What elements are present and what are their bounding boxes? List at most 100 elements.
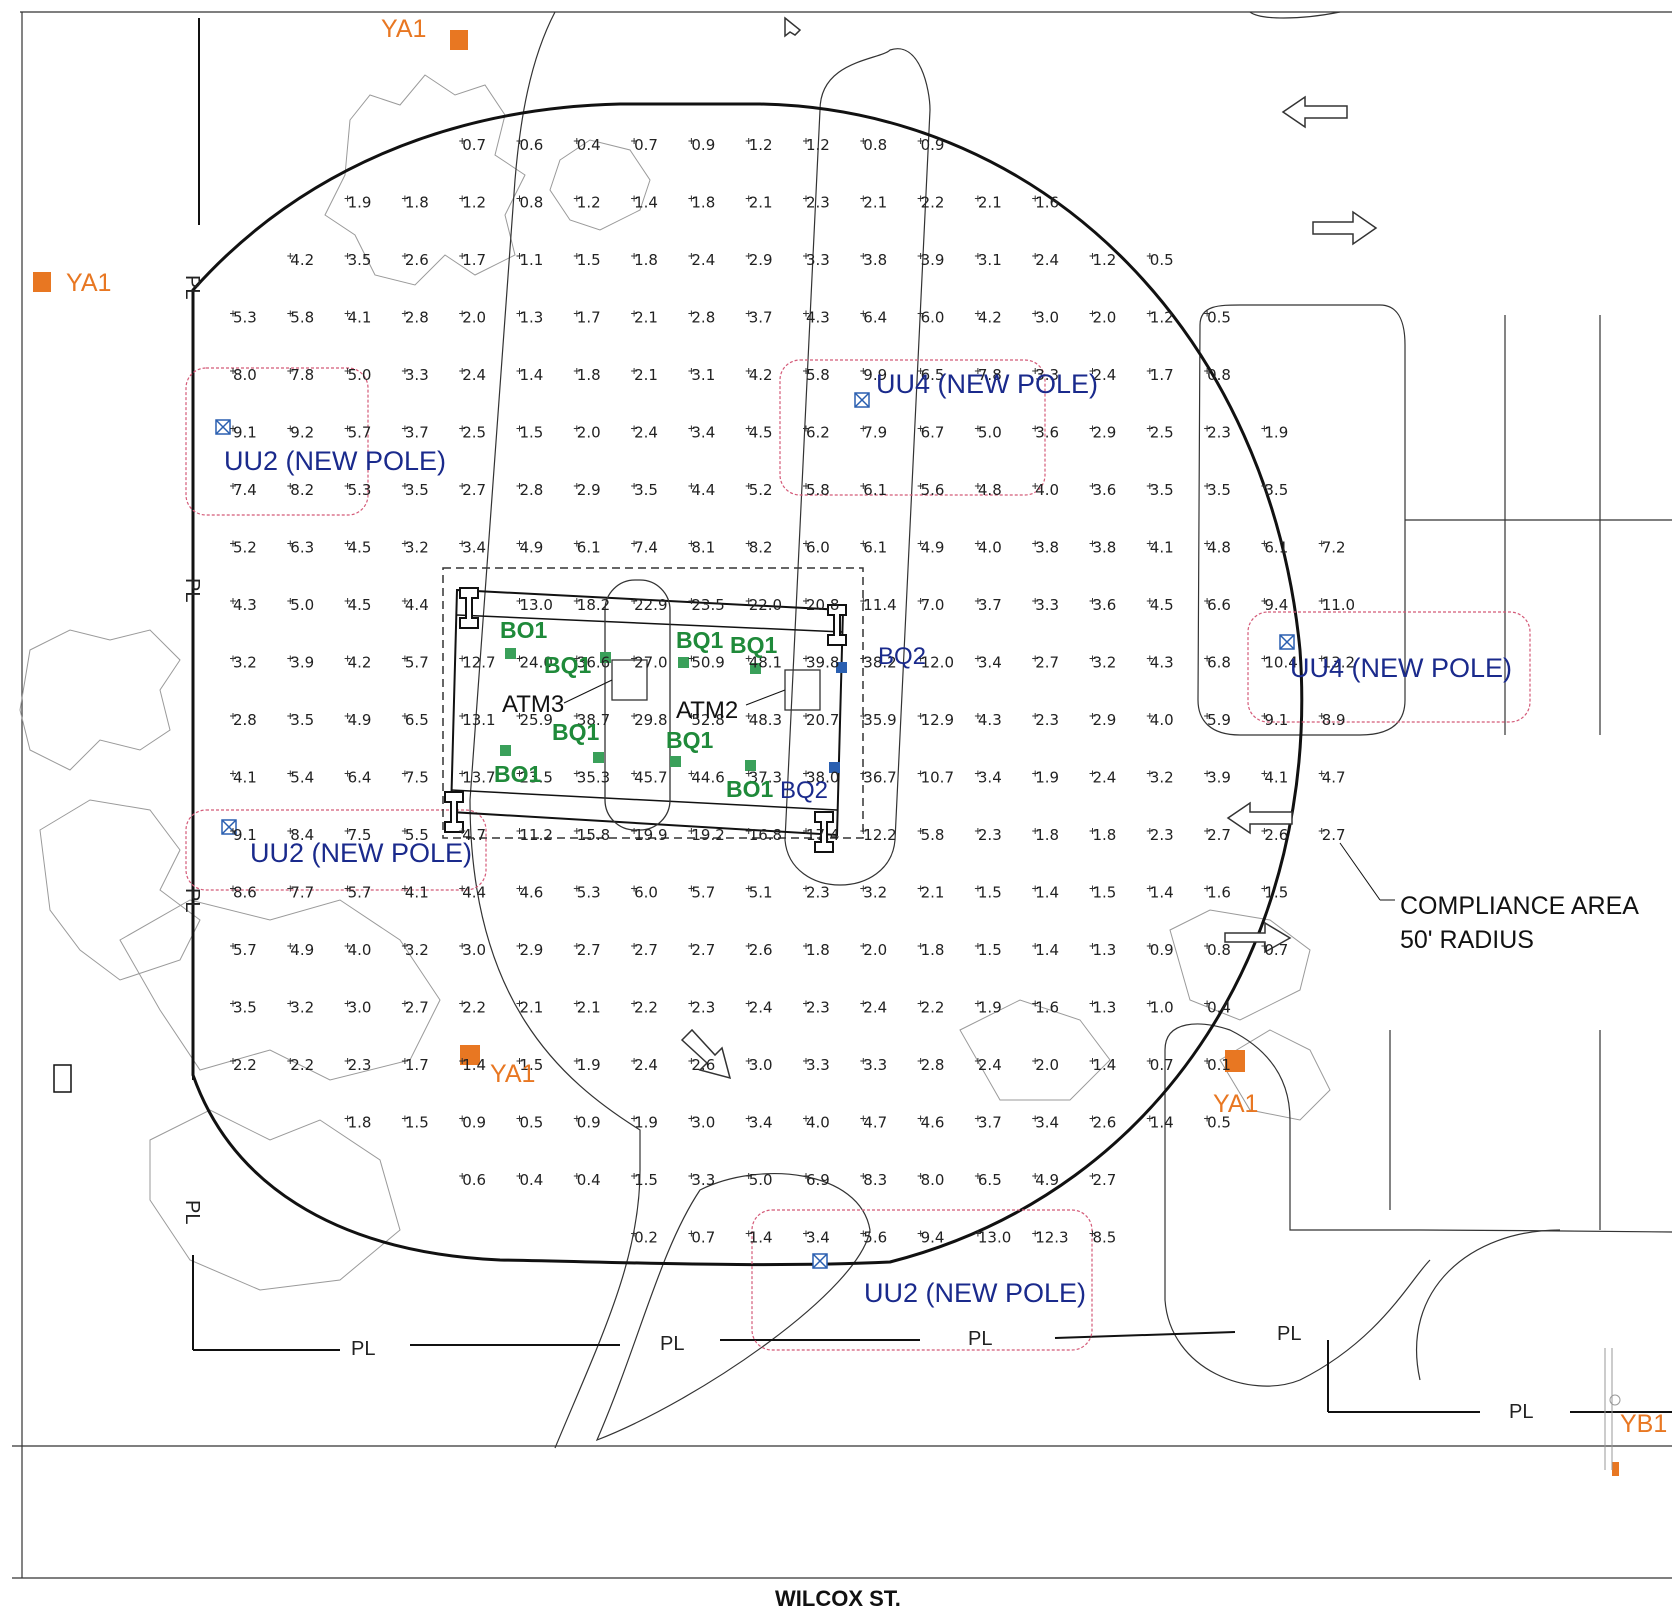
illuminance-value: 1.9	[978, 999, 1002, 1017]
grid-point-marker	[573, 598, 580, 604]
illuminance-value: 2.6	[405, 251, 429, 269]
illuminance-value: 0.7	[1150, 1056, 1174, 1074]
grid-point-marker	[688, 310, 695, 317]
grid-point-marker	[516, 138, 523, 144]
illuminance-value: 1.3	[520, 309, 544, 327]
grid-point-marker	[803, 713, 809, 719]
illuminance-value: 1.5	[1264, 884, 1288, 902]
arrow-left-icon	[1281, 95, 1348, 129]
illuminance-value: 2.1	[634, 366, 658, 384]
illuminance-value: 5.9	[1207, 711, 1231, 729]
illuminance-value: 4.0	[1150, 711, 1174, 729]
illuminance-value: 5.7	[348, 424, 372, 442]
grid-point-marker	[974, 828, 981, 834]
uu2-label: UU2 (NEW POLE)	[864, 1278, 1086, 1308]
illuminance-value: 3.4	[749, 1114, 773, 1132]
grid-point-marker	[1032, 195, 1039, 202]
illuminance-value: 1.5	[405, 1114, 429, 1132]
illuminance-value: 2.1	[577, 999, 601, 1017]
grid-point-marker	[1146, 598, 1153, 604]
illuminance-value: 2.0	[577, 424, 601, 442]
illuminance-value: 48.1	[749, 654, 782, 672]
illuminance-value: 0.6	[462, 1171, 486, 1189]
illuminance-value: 2.1	[863, 194, 887, 212]
grid-point-marker	[745, 770, 752, 777]
grid-point-marker	[1032, 943, 1039, 949]
ya1-label: YA1	[1213, 1090, 1258, 1118]
illuminance-value: 0.7	[1264, 941, 1288, 959]
grid-point-marker	[459, 943, 466, 949]
illuminance-value: 4.1	[1264, 769, 1288, 787]
illuminance-value: 2.4	[978, 1056, 1002, 1074]
grid-point-marker	[745, 655, 752, 662]
grid-point-marker	[803, 368, 809, 374]
grid-point-marker	[230, 425, 236, 432]
illuminance-value: 2.7	[577, 941, 601, 959]
illuminance-value: 2.4	[634, 424, 658, 442]
grid-point-marker	[1261, 425, 1268, 432]
illuminance-value: 8.4	[290, 826, 314, 844]
grid-point-marker	[688, 1058, 695, 1064]
illuminance-value: 0.5	[1207, 1114, 1231, 1132]
illuminance-value: 5.7	[405, 654, 429, 672]
grid-point-marker	[860, 1173, 867, 1179]
grid-point-marker	[974, 195, 981, 202]
grid-point-marker	[1032, 655, 1039, 662]
illuminance-value: 2.7	[1035, 654, 1059, 672]
illuminance-value: 3.3	[691, 1171, 715, 1189]
illuminance-value: 36.6	[577, 654, 610, 672]
pole-icon	[215, 419, 231, 435]
illuminance-value: 13.2	[1322, 654, 1355, 672]
grid-point-marker	[974, 425, 981, 432]
grid-point-marker	[1146, 770, 1153, 777]
grid-point-marker	[688, 195, 695, 202]
illuminance-value: 4.0	[1035, 481, 1059, 499]
grid-point-marker	[1146, 828, 1153, 834]
illuminance-value: 2.1	[749, 194, 773, 212]
grid-point-marker	[287, 1000, 294, 1007]
grid-point-marker	[1146, 483, 1153, 489]
illuminance-value: 0.9	[921, 136, 945, 154]
illuminance-value: 4.2	[749, 366, 773, 384]
compliance-area-boundary	[191, 102, 1304, 1267]
illuminance-value: 0.8	[520, 194, 544, 212]
illuminance-value: 4.3	[978, 711, 1002, 729]
grid-point-marker	[1146, 713, 1153, 719]
illuminance-value: 2.1	[520, 999, 544, 1017]
grid-point-marker	[917, 138, 924, 144]
illuminance-value: 1.9	[1035, 769, 1059, 787]
grid-point-marker	[1089, 828, 1096, 834]
illuminance-value: 3.9	[921, 251, 945, 269]
grid-point-marker	[974, 1000, 981, 1007]
arrow-down-icon	[784, 16, 802, 38]
grid-point-marker	[688, 483, 695, 489]
grid-point-marker	[974, 1058, 981, 1064]
illuminance-value: 19.9	[634, 826, 667, 844]
grid-point-marker	[803, 1058, 809, 1064]
grid-point-marker	[344, 885, 351, 892]
grid-point-marker	[1318, 655, 1325, 662]
grid-point-marker	[917, 598, 924, 604]
illuminance-value: 1.4	[1150, 1114, 1174, 1132]
grid-point-marker	[974, 655, 981, 662]
grid-point-marker	[459, 195, 466, 202]
illuminance-value: 10.4	[1264, 654, 1297, 672]
yb1-fixture-marker	[1612, 1462, 1619, 1476]
grid-point-marker	[344, 368, 351, 374]
illuminance-value: 5.4	[290, 769, 314, 787]
illuminance-value: 5.7	[348, 884, 372, 902]
illuminance-value: 2.0	[1093, 309, 1117, 327]
illuminance-value: 3.1	[978, 251, 1002, 269]
illuminance-value: 3.5	[634, 481, 658, 499]
grid-point-marker	[401, 483, 408, 489]
illuminance-value: 5.8	[921, 826, 945, 844]
grid-point-marker	[1261, 598, 1268, 604]
grid-point-marker	[344, 1115, 351, 1122]
grid-point-marker	[860, 425, 867, 432]
grid-point-marker	[745, 885, 752, 892]
illuminance-value: 2.3	[806, 884, 830, 902]
illuminance-value: 2.4	[863, 999, 887, 1017]
grid-point-marker	[803, 1230, 809, 1237]
illuminance-value: 4.4	[691, 481, 715, 499]
